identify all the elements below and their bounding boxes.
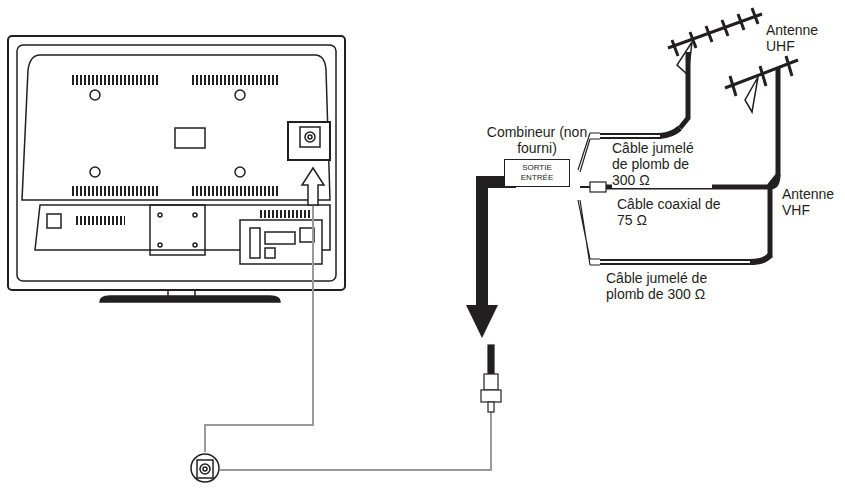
- antenna-label: Antenne UHF: [766, 22, 838, 54]
- combiner-box: Combineur (non fourni) SORTIE ENTRÉE: [482, 124, 592, 187]
- antenna-port-icon: [191, 454, 219, 482]
- guide-line: [312, 200, 314, 240]
- guide-line: [220, 412, 491, 470]
- cable-label: Câble coaxial de 75 Ω: [617, 196, 727, 228]
- port-label: SORTIE ENTRÉE: [504, 159, 570, 187]
- uhf-antenna: [668, 8, 762, 128]
- vhf-antenna: [725, 56, 798, 258]
- antenna-label: Antenne VHF: [782, 186, 842, 218]
- cable-label: Câble jumelé de plomb de 300 Ω: [612, 140, 712, 188]
- cable: [482, 182, 516, 305]
- insert-arrow: [302, 168, 324, 205]
- combiner-heading: Combineur (non fourni): [482, 124, 592, 156]
- tv-back: [8, 36, 345, 302]
- down-arrow: [466, 305, 498, 338]
- coax-plug: [481, 345, 501, 412]
- guide-line: [205, 240, 313, 452]
- cable-label: Câble jumelé de plomb de 300 Ω: [606, 270, 726, 302]
